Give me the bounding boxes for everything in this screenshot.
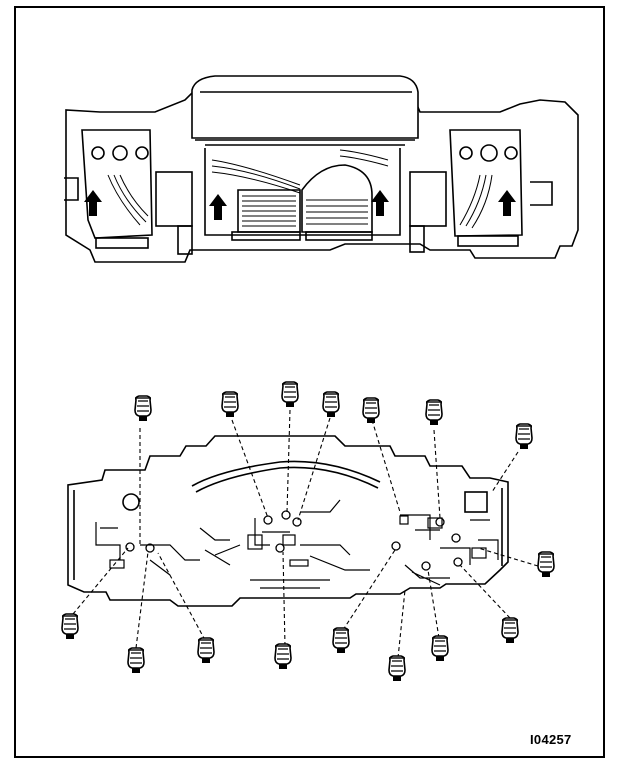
lower-circuit-board-view — [67, 409, 539, 659]
bulb-socket-icon — [134, 395, 152, 422]
bulbs — [61, 381, 555, 682]
bulb-socket-icon — [362, 397, 380, 424]
upper-cluster-view — [64, 75, 579, 263]
bulb-socket-icon — [221, 391, 239, 418]
up-arrow-icon — [209, 194, 227, 220]
bulb-socket-icon — [197, 637, 215, 664]
bulb-socket-icon — [281, 381, 299, 408]
bulb-socket-icon — [537, 551, 555, 578]
up-arrow-icon — [498, 190, 516, 216]
bulb-socket-icon — [332, 627, 350, 654]
bulb-socket-icon — [425, 399, 443, 426]
bulb-socket-icon — [127, 647, 145, 674]
bulb-socket-icon — [388, 655, 406, 682]
figure-reference-code: I04257 — [530, 732, 572, 747]
bulb-socket-icon — [431, 635, 449, 662]
bulb-socket-icon — [61, 613, 79, 640]
bulb-socket-icon — [322, 391, 340, 418]
up-arrow-icon — [371, 190, 389, 216]
bulb-socket-icon — [515, 423, 533, 450]
bulb-socket-icon — [274, 643, 292, 670]
bulb-socket-icon — [501, 617, 519, 644]
